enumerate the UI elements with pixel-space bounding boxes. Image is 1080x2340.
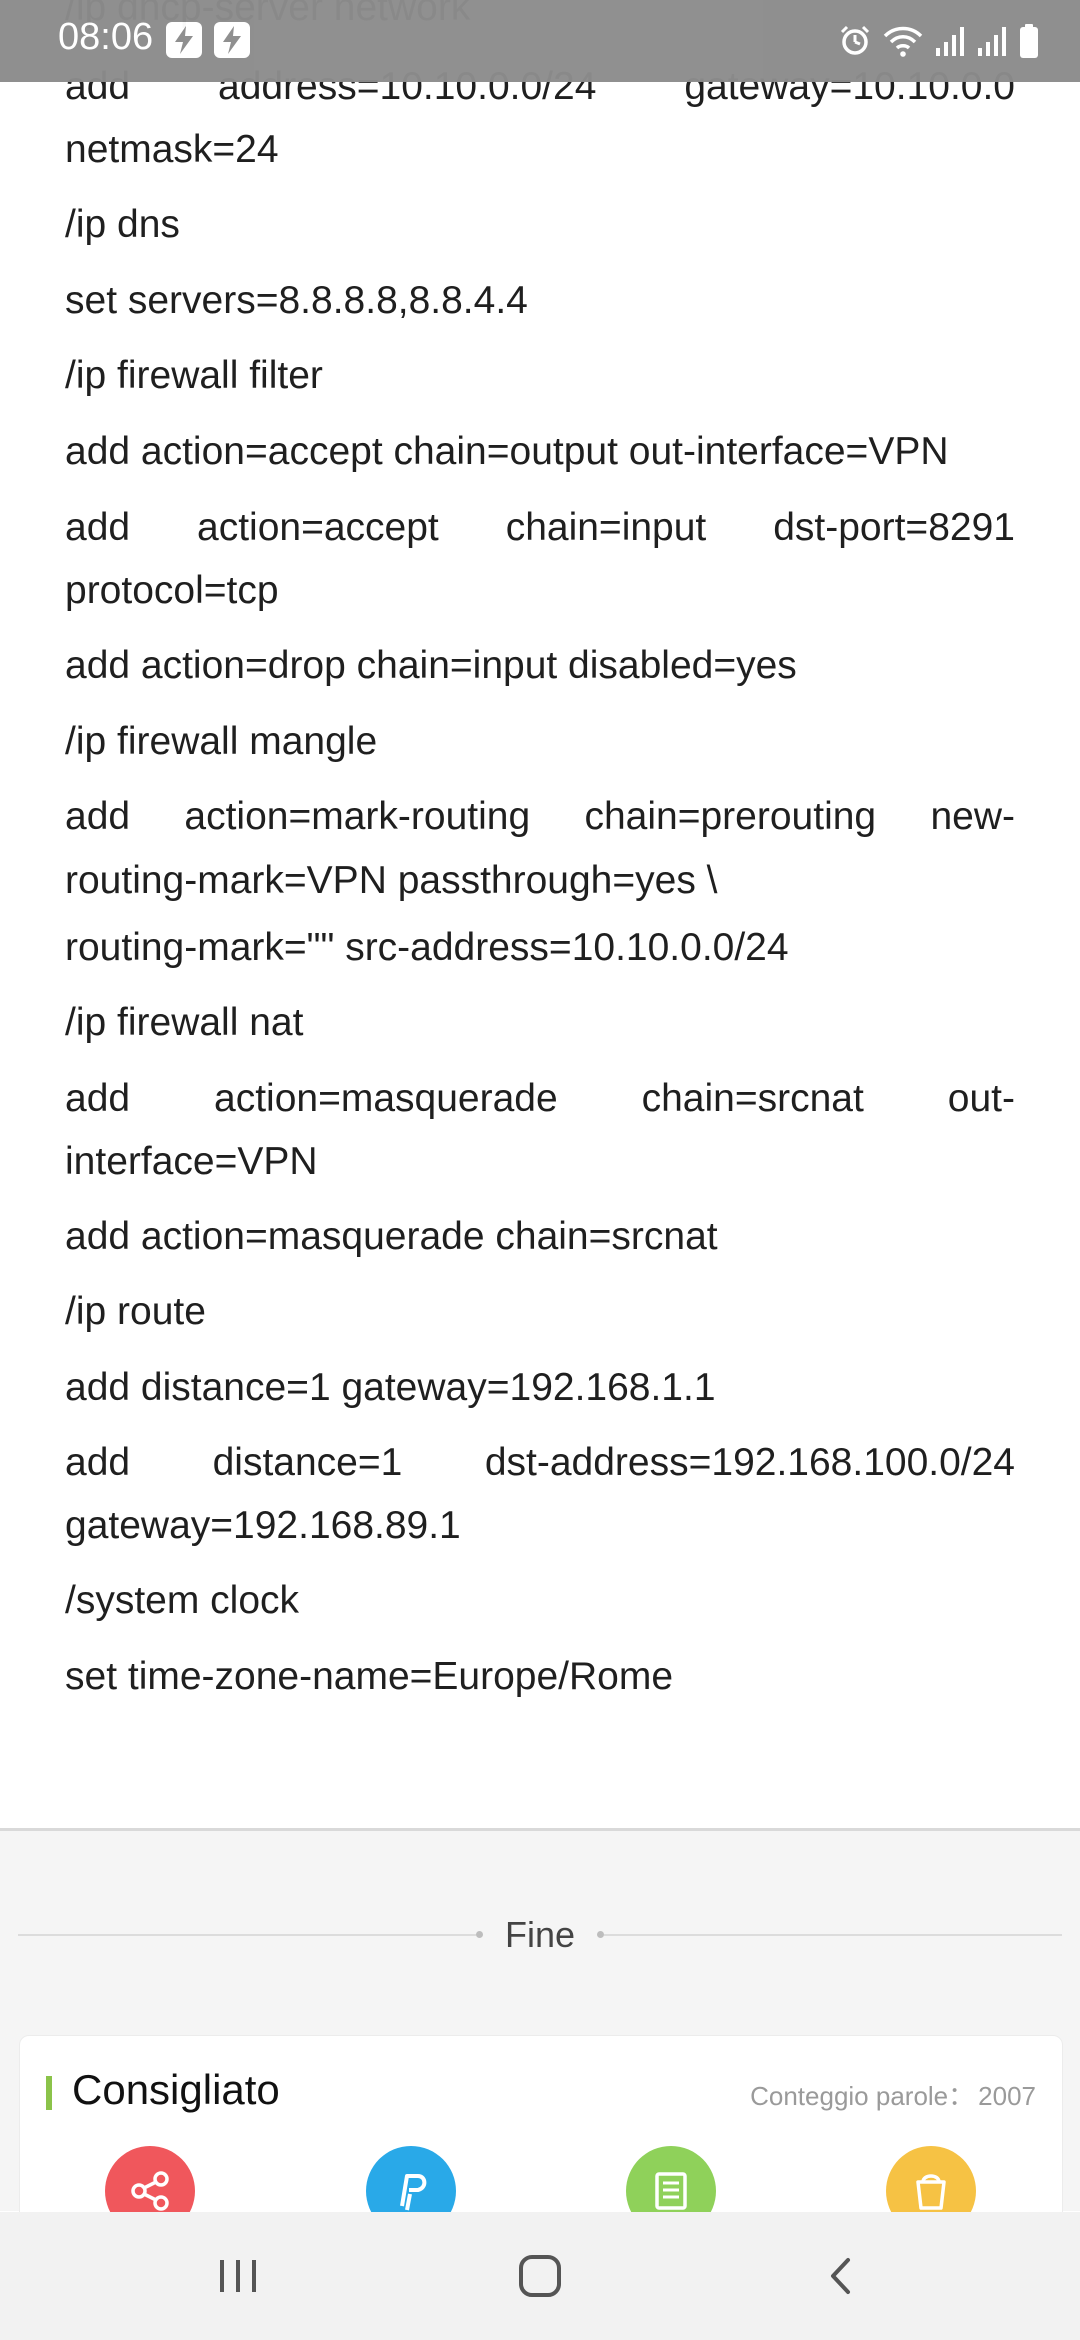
article-line-word: add [65, 1441, 131, 1484]
article-line-word: dst-port=8291 [773, 506, 1015, 549]
article-line-word: action=accept [197, 506, 439, 549]
end-marker-line-right [604, 1934, 1062, 1936]
document-glyph [655, 2172, 687, 2210]
article-line: interface=VPN [65, 1140, 318, 1183]
article-line: add action=mark-routing chain=prerouting ne… [65, 786, 1015, 848]
article-line: netmask=24 [65, 128, 279, 171]
article-line: /ip dns [65, 203, 180, 246]
end-marker-dot-right [597, 1931, 604, 1938]
article-line: add action=masquerade chain=srcnat [65, 1215, 718, 1258]
article-line: add distance=1 dst-address=192.168.100.0/2… [65, 1432, 1015, 1494]
article-line-word: chain=prerouting [584, 795, 877, 838]
signal-roaming-icon [978, 27, 1006, 56]
back-icon[interactable] [802, 2246, 882, 2306]
article-line-word: new- [930, 795, 1015, 838]
battery-icon [1020, 24, 1038, 58]
article-line: /ip firewall filter [65, 354, 323, 397]
article-line-word: action=mark-routing [184, 795, 531, 838]
article-line: add action=accept chain=output out-inter… [65, 430, 949, 473]
end-marker-line-left [18, 1934, 476, 1936]
signal-icon [936, 27, 964, 56]
article-line: add distance=1 gateway=192.168.1.1 [65, 1366, 716, 1409]
status-icons [838, 20, 1040, 62]
article-line: /ip firewall nat [65, 1001, 304, 1044]
article-line: /system clock [65, 1579, 300, 1622]
share-glyph [131, 2171, 169, 2211]
article-line-word: chain=input [505, 506, 707, 549]
recommended-accent-bar [46, 2076, 52, 2110]
article-divider [0, 1828, 1080, 1831]
article-line: add action=accept chain=input dst-port=8291 [65, 497, 1015, 559]
navigation-bar [0, 2212, 1080, 2340]
recents-icon[interactable] [198, 2246, 278, 2306]
article-line: routing-mark=VPN passthrough=yes \ [65, 859, 718, 902]
wifi-icon [883, 26, 923, 57]
article-line: /ip route [65, 1290, 206, 1333]
article-line-word: chain=srcnat [641, 1077, 864, 1120]
article-line: add action=drop chain=input disabled=yes [65, 644, 797, 687]
recommended-title: Consigliato [72, 2066, 280, 2113]
word-count: Conteggio parole：2007 [746, 2076, 1036, 2113]
end-marker: Fine [18, 1914, 1062, 1955]
word-count-label: Conteggio parole： [750, 2081, 975, 2111]
status-time: 08:06 [58, 16, 154, 58]
article-line-word: out- [947, 1077, 1015, 1120]
article-line-word: add [65, 795, 131, 838]
flash-app-icon [166, 22, 202, 58]
end-marker-dot-left [476, 1931, 483, 1938]
article-line: set time-zone-name=Europe/Rome [65, 1655, 674, 1698]
article-line-word: add [65, 1077, 131, 1120]
word-count-value: 2007 [978, 2081, 1036, 2111]
status-bar: 08:06 [0, 0, 1080, 82]
article-line-word: add [65, 506, 131, 549]
article-line: protocol=tcp [65, 569, 279, 612]
article-content: /ip dhcp-server networkaddaddress=10.10.… [65, 0, 1015, 1698]
home-icon[interactable] [500, 2246, 580, 2306]
article-line-word: distance=1 [212, 1441, 403, 1484]
end-marker-label: Fine [504, 1914, 576, 1955]
article-line: gateway=192.168.89.1 [65, 1504, 461, 1547]
alarm-icon [840, 25, 870, 55]
article-line: routing-mark="" src-address=10.10.0.0/24 [65, 926, 789, 969]
article-line-word: dst-address=192.168.100.0/24 [484, 1441, 1015, 1484]
article-line: /ip firewall mangle [65, 720, 378, 763]
tip-glyph [916, 2174, 946, 2210]
flash-app-icon [214, 22, 250, 58]
paypal-glyph [400, 2174, 427, 2211]
article-line: add action=masquerade chain=srcnat out- [65, 1068, 1015, 1130]
article-line: set servers=8.8.8.8,8.8.4.4 [65, 279, 528, 322]
article-line-word: action=masquerade [214, 1077, 558, 1120]
